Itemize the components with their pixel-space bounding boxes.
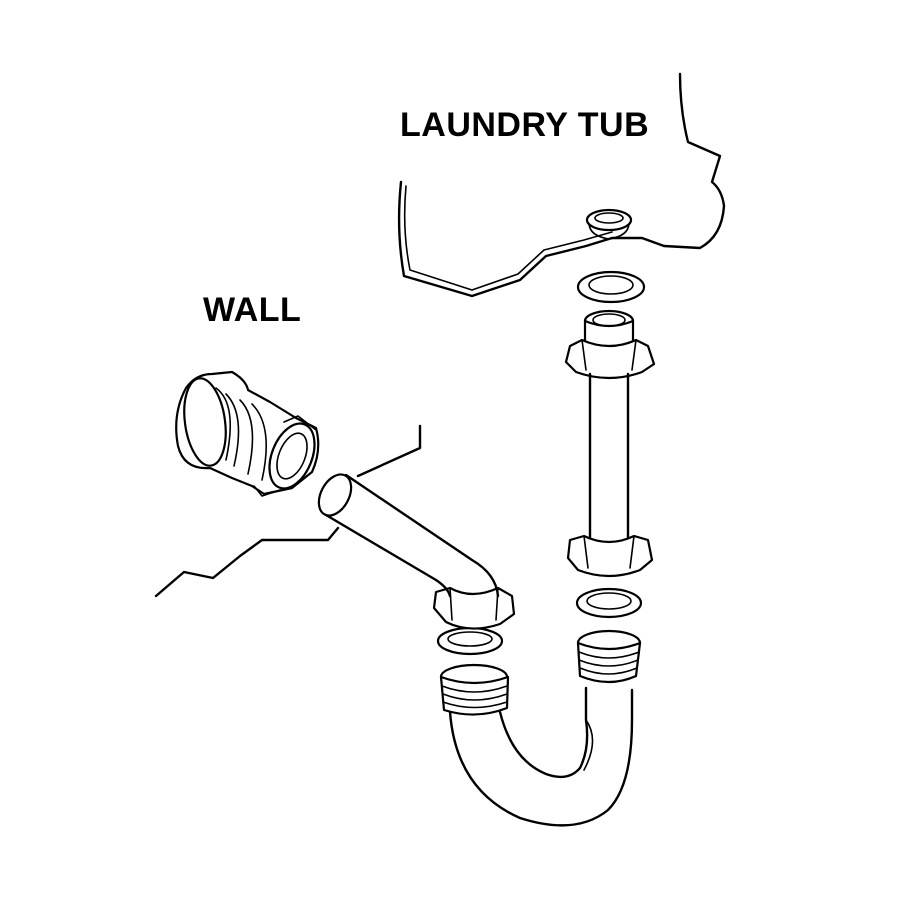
trap-arm-washer (436, 626, 504, 656)
wall-label: WALL (203, 291, 302, 329)
tailpiece-upper-slip-nut (564, 338, 656, 380)
tub-drain-opening (585, 208, 633, 240)
wall-drain-fitting (175, 370, 320, 497)
tailpiece-washer (575, 587, 643, 619)
tub-washer (576, 270, 646, 304)
trap-arm-pipe (317, 473, 500, 598)
tailpiece-lower-slip-nut (566, 534, 654, 578)
wall-edge-lines (154, 424, 422, 598)
j-bend-trap (448, 686, 634, 827)
laundry-tub-outline (397, 72, 726, 298)
trap-left-threaded-end (439, 663, 510, 716)
trap-arm-slip-nut (432, 586, 516, 630)
trap-right-threaded-end (576, 629, 642, 684)
tailpiece-tube (588, 372, 630, 548)
laundry-tub-label: LAUNDRY TUB (400, 106, 650, 144)
